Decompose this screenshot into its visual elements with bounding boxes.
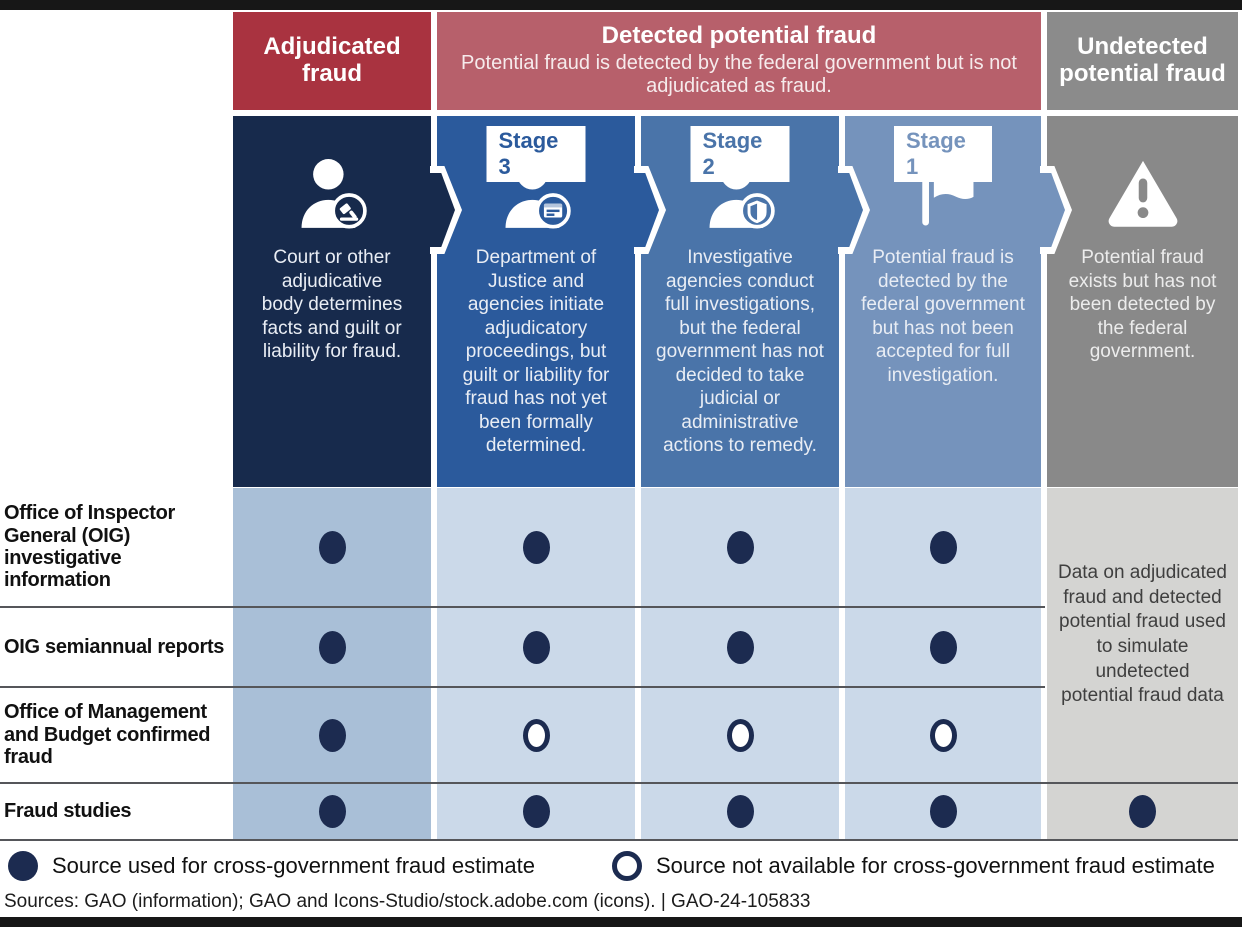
row-label-oig-investigative: Office of Inspector General (OIG) invest… bbox=[4, 502, 175, 592]
cell-r1-stage2 bbox=[641, 488, 839, 606]
cell-r4-adjudicated bbox=[233, 784, 431, 839]
person-gavel-icon bbox=[301, 159, 367, 229]
undetected-note-cell: Data on adjudicated fraud and detected p… bbox=[1047, 488, 1238, 782]
cell-r3-adjudicated bbox=[233, 688, 431, 782]
column-undetected: Potential fraud exists but has not been … bbox=[1047, 116, 1238, 487]
matrix-dot bbox=[726, 630, 754, 664]
cell-r2-stage3 bbox=[437, 608, 635, 686]
matrix-dot bbox=[318, 718, 346, 752]
undetected-description: Potential fraud exists but has not been … bbox=[1068, 247, 1217, 363]
undetected-header-title: Undetected potential fraud bbox=[1059, 33, 1226, 87]
chevron-stage1-to-undetected bbox=[1040, 166, 1072, 254]
cell-r1-stage1 bbox=[845, 488, 1041, 606]
cell-r3-stage1 bbox=[845, 688, 1041, 782]
matrix-dot bbox=[929, 718, 957, 752]
person-document-icon bbox=[505, 159, 571, 229]
flag-icon bbox=[922, 164, 974, 226]
cell-r4-undetected bbox=[1047, 784, 1238, 839]
matrix-dot bbox=[929, 795, 957, 828]
legend-item-not-available: Source not available for cross-governmen… bbox=[612, 850, 1215, 882]
top-black-bar bbox=[0, 0, 1242, 10]
matrix-dot bbox=[1129, 795, 1156, 828]
column-stage-1: Stage 1 Potential fraud is detected by t… bbox=[845, 116, 1041, 487]
person-shield-icon bbox=[709, 159, 775, 229]
row-divider bbox=[0, 782, 1238, 784]
legend-filled-label: Source used for cross-government fraud e… bbox=[52, 853, 536, 878]
row-divider bbox=[0, 606, 1045, 608]
cell-r3-stage2 bbox=[641, 688, 839, 782]
legend-item-used: Source used for cross-government fraud e… bbox=[8, 850, 535, 882]
cell-r4-stage1 bbox=[845, 784, 1041, 839]
cell-r1-stage3 bbox=[437, 488, 635, 606]
bottom-black-bar bbox=[0, 917, 1242, 927]
matrix-dot bbox=[522, 795, 550, 828]
matrix-dot bbox=[522, 530, 550, 564]
chevron-adjudicated-to-stage3 bbox=[430, 166, 462, 254]
matrix-dot bbox=[929, 530, 957, 564]
adjudicated-description: Court or other adjudicative body determi… bbox=[261, 247, 403, 363]
stage-3-description: Department of Justice and agencies initi… bbox=[462, 247, 610, 457]
matrix-dot bbox=[522, 718, 550, 752]
column-stage-3: Stage 3 Department of Justice and agenci… bbox=[437, 116, 635, 487]
matrix-dot bbox=[318, 630, 346, 664]
legend-filled-dot-icon bbox=[8, 851, 38, 881]
column-stage-2: Stage 2 Investigative agencies conduct f… bbox=[641, 116, 839, 487]
matrix-dot bbox=[726, 718, 754, 752]
cell-r2-stage2 bbox=[641, 608, 839, 686]
column-adjudicated-fraud: Court or other adjudicative body determi… bbox=[233, 116, 431, 487]
matrix-dot bbox=[726, 530, 754, 564]
row-divider bbox=[0, 686, 1045, 688]
sources-line: Sources: GAO (information); GAO and Icon… bbox=[4, 891, 811, 912]
row-label-fraud-studies: Fraud studies bbox=[4, 800, 132, 823]
matrix-dot bbox=[726, 795, 754, 828]
matrix-dot bbox=[318, 530, 346, 564]
matrix-dot bbox=[522, 630, 550, 664]
adjudicated-header-title: Adjudicated fraud bbox=[263, 33, 401, 87]
stage-2-description: Investigative agencies conduct full inve… bbox=[656, 247, 824, 457]
stage-1-description: Potential fraud is detected by the feder… bbox=[861, 247, 1025, 386]
chevron-stage3-to-stage2 bbox=[634, 166, 666, 254]
matrix-dot bbox=[318, 795, 346, 828]
row-label-oig-semiannual: OIG semiannual reports bbox=[4, 635, 225, 658]
cell-r2-stage1 bbox=[845, 608, 1041, 686]
matrix-bottom-divider bbox=[0, 839, 1238, 841]
header-detected-potential-fraud: Detected potential fraud Potential fraud… bbox=[437, 12, 1041, 110]
warning-icon bbox=[1108, 160, 1177, 227]
row-label-omb-confirmed: Office of Management and Budget confirme… bbox=[4, 701, 211, 769]
legend-open-label: Source not available for cross-governmen… bbox=[656, 853, 1215, 878]
cell-r4-stage3 bbox=[437, 784, 635, 839]
cell-r3-stage3 bbox=[437, 688, 635, 782]
matrix-dot bbox=[929, 630, 957, 664]
detected-header-title: Detected potential fraud bbox=[601, 21, 877, 49]
header-adjudicated-fraud: Adjudicated fraud bbox=[233, 12, 431, 110]
cell-r1-adjudicated bbox=[233, 488, 431, 606]
legend-open-dot-icon bbox=[612, 851, 642, 881]
cell-r4-stage2 bbox=[641, 784, 839, 839]
cell-r2-adjudicated bbox=[233, 608, 431, 686]
header-undetected-potential-fraud: Undetected potential fraud bbox=[1047, 12, 1238, 110]
chevron-stage2-to-stage1 bbox=[838, 166, 870, 254]
detected-header-subtitle: Potential fraud is detected by the feder… bbox=[461, 51, 1017, 98]
